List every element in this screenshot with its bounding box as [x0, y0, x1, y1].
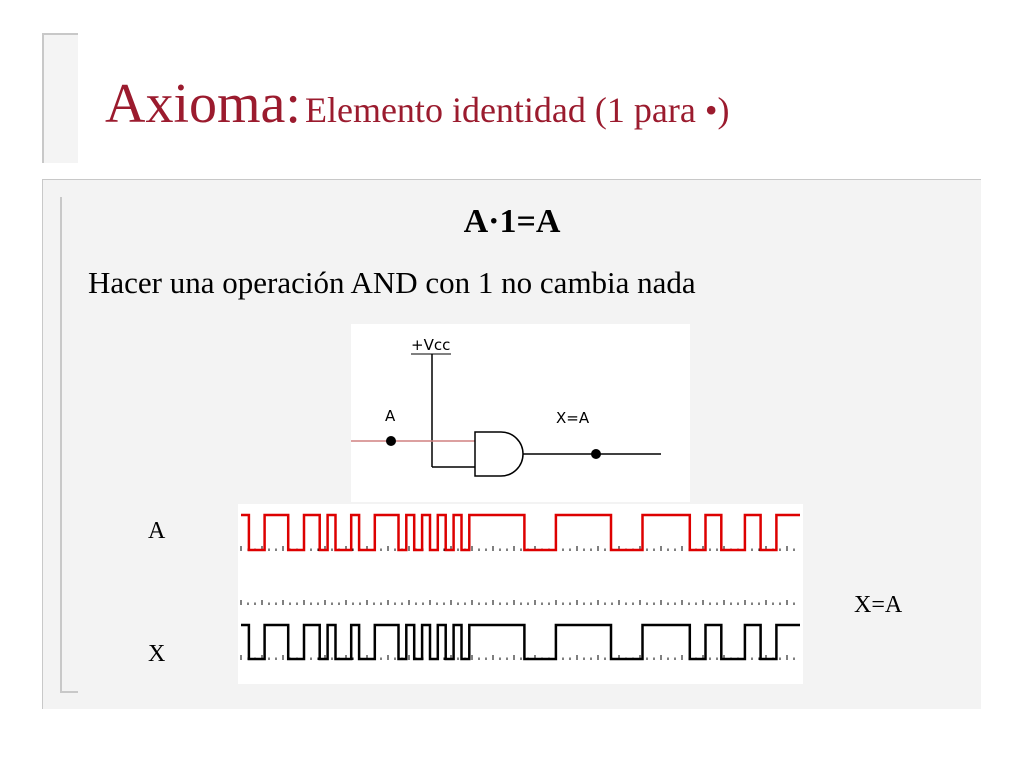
waveform-label-result: X=A	[854, 592, 903, 618]
description: Hacer una operación AND con 1 no cambia …	[88, 265, 696, 300]
output-label: X=A	[556, 409, 590, 427]
waveform-label-a: A	[148, 518, 166, 544]
timing-svg	[240, 513, 800, 661]
title-main: Axioma:	[105, 73, 301, 135]
and-gate-shape	[474, 431, 524, 477]
input-label: A	[385, 407, 396, 425]
input-node	[386, 436, 396, 446]
title-accent-bar	[42, 33, 78, 163]
vcc-label: +Vcc	[411, 336, 450, 354]
output-node	[591, 449, 601, 459]
waveform-label-x: X	[148, 641, 166, 667]
waveform-x	[241, 623, 800, 661]
waveform-a	[241, 513, 800, 552]
content-bracket	[60, 197, 78, 693]
title-sub: Elemento identidad (1 para •)	[304, 90, 730, 130]
and-gate-svg: +Vcc A X=A	[351, 336, 661, 477]
formula: A·1=A	[463, 203, 561, 240]
and-gate-diagram: +Vcc A X=A	[351, 324, 690, 502]
timing-diagram	[238, 504, 803, 684]
slide-title: Axioma: Elemento identidad (1 para •)	[105, 72, 729, 136]
